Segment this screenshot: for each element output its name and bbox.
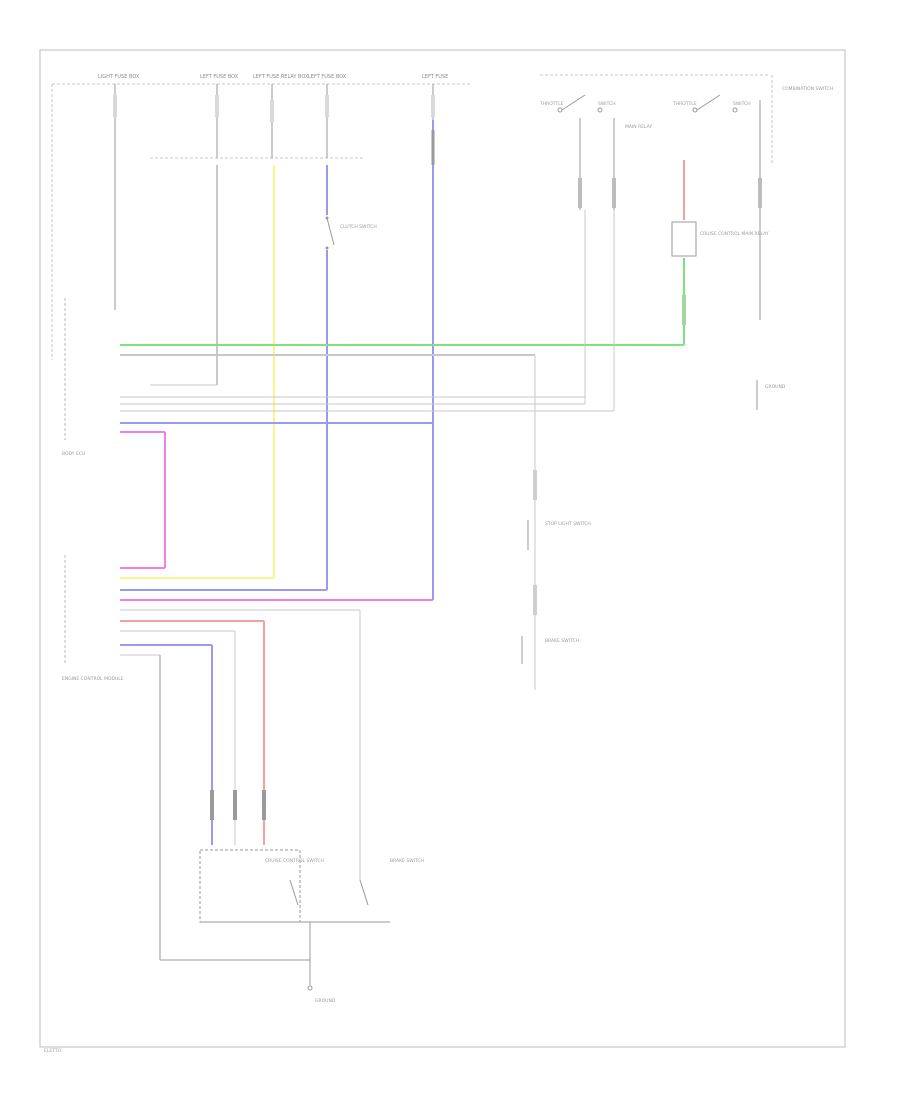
- cruise-switch-label: CRUISE CONTROL SWITCH: [265, 858, 324, 864]
- stop-switch-label: STOP LIGHT SWITCH: [545, 521, 591, 527]
- fuse-label-2: LEFT FUSE BOX: [200, 74, 239, 80]
- fuse-label-5: LEFT FUSE: [422, 74, 448, 80]
- body-ecu: BODY ECU: [62, 298, 85, 457]
- throttle-left-label: THROTTLE: [539, 101, 564, 107]
- throttle-right-label: THROTTLE: [672, 101, 697, 107]
- throttle-left-right-label: SWITCH: [598, 101, 616, 107]
- diagram-border: [39, 49, 846, 1048]
- ground-label-right: GROUND: [765, 384, 786, 390]
- main-wires: [150, 120, 435, 600]
- fuse-label-3: LEFT FUSE RELAY BOX: [253, 74, 309, 80]
- cruise-relay-label: CRUISE CONTROL MAIN RELAY: [700, 231, 769, 237]
- clutch-switch-top: CLUTCH SWITCH: [325, 215, 377, 250]
- throttle-right-right-label: SWITCH: [733, 101, 751, 107]
- fuse-label-4: LEFT FUSE BOX: [308, 74, 347, 80]
- brake-switch-label: BRAKE SWITCH: [390, 858, 424, 864]
- combination-switch-label: COMBINATION SWITCH: [782, 86, 833, 92]
- body-ecu-wires: [120, 210, 684, 690]
- cruise-ecu: ENGINE CONTROL MODULE: [62, 555, 124, 682]
- footer-code: ELETTO: [44, 1048, 62, 1054]
- cruise-ecu-label: ENGINE CONTROL MODULE: [62, 676, 124, 682]
- top-bus: [51, 74, 773, 360]
- brake-switch-label-right: BRAKE SWITCH: [545, 638, 579, 644]
- cruise-relay: CRUISE CONTROL MAIN RELAY: [671, 160, 769, 345]
- cruise-ecu-wires: [120, 577, 433, 960]
- fuse-labels: LIGHT FUSE BOX LEFT FUSE BOX LEFT FUSE R…: [98, 74, 448, 80]
- stop-light-switch: STOP LIGHT SWITCH BRAKE SWITCH GROUND: [521, 380, 786, 664]
- main-relay-label: MAIN RELAY: [625, 124, 652, 130]
- fuse-stubs: [113, 84, 435, 310]
- body-ecu-label: BODY ECU: [62, 451, 85, 457]
- fuse-label-1: LIGHT FUSE BOX: [98, 74, 140, 80]
- clutch-switch-label: CLUTCH SWITCH: [340, 224, 377, 230]
- throttle-switches: THROTTLE SWITCH THROTTLE SWITCH MAIN REL…: [539, 86, 833, 320]
- cruise-switch-assembly: CRUISE CONTROL SWITCH BRAKE SWITCH GROUN…: [160, 849, 424, 1004]
- bottom-ground-label: GROUND: [315, 998, 336, 1004]
